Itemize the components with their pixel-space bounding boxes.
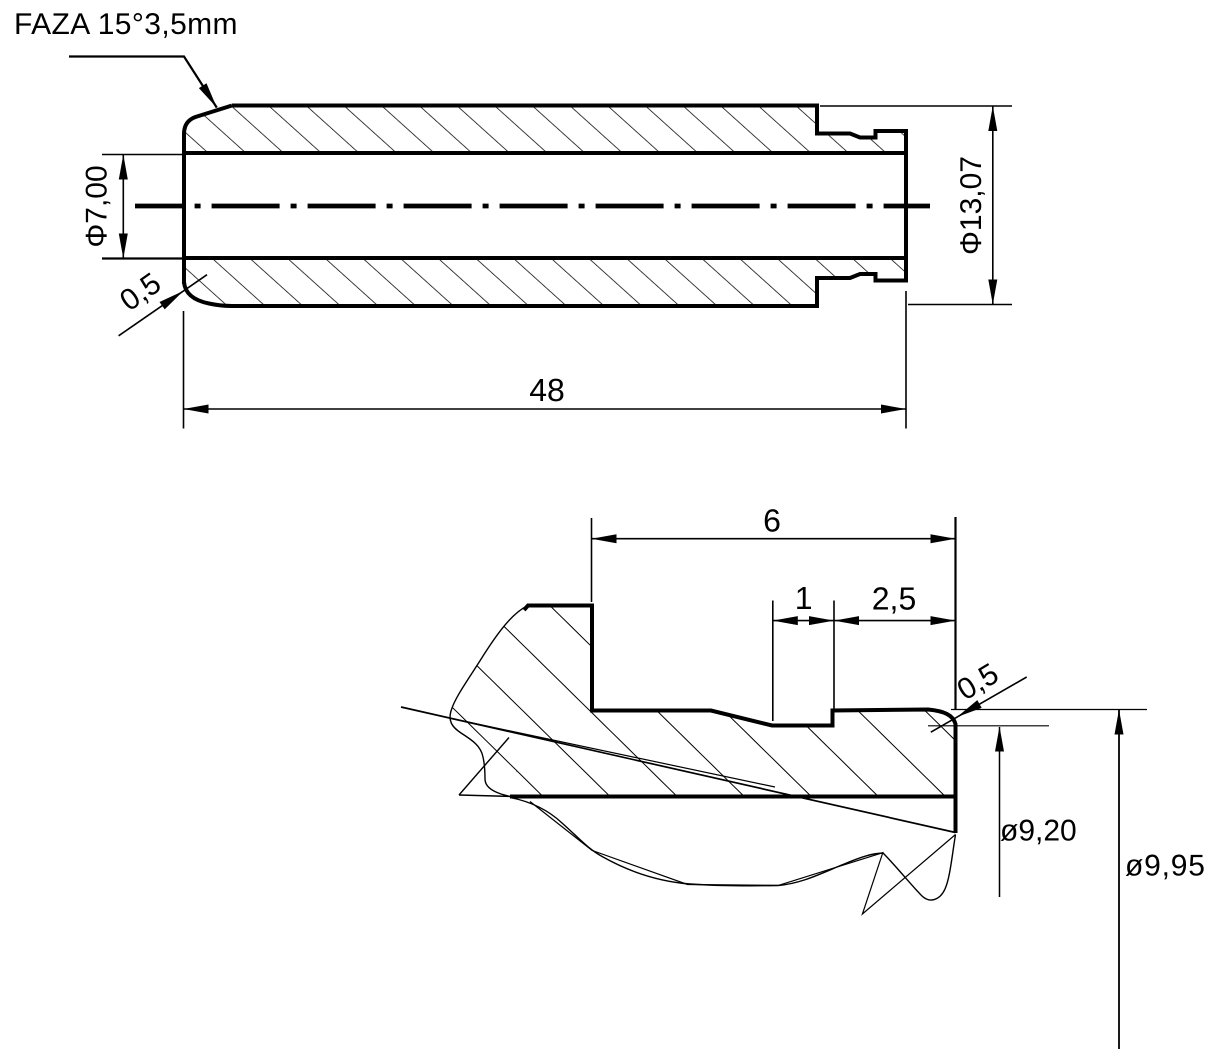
svg-text:ø9,95: ø9,95: [1125, 850, 1206, 883]
svg-text:1: 1: [795, 580, 813, 616]
svg-text:Φ13,07: Φ13,07: [955, 156, 988, 255]
svg-text:48: 48: [529, 372, 565, 408]
svg-text:6: 6: [763, 503, 781, 539]
svg-text:Φ7,00: Φ7,00: [81, 165, 114, 247]
svg-text:ø9,20: ø9,20: [1000, 815, 1077, 848]
svg-text:FAZA 15°3,5mm: FAZA 15°3,5mm: [14, 8, 238, 41]
svg-text:2,5: 2,5: [872, 581, 916, 617]
